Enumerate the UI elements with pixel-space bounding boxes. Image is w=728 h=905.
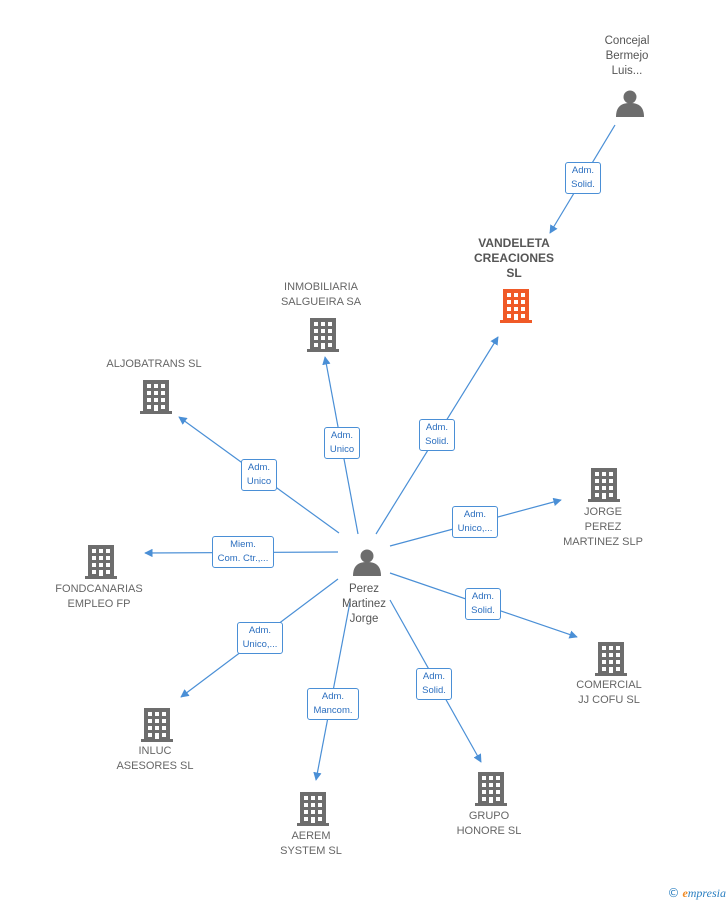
node-label-inmobiliaria[interactable]: INMOBILIARIA SALGUEIRA SA <box>280 281 362 308</box>
edge-label-inluc[interactable]: Adm. Unico,... <box>236 622 284 654</box>
person-icon-perez[interactable] <box>353 549 381 577</box>
edge-label-aerem[interactable]: Adm. Mancom. <box>307 688 359 720</box>
node-label-comercial[interactable]: COMERCIAL JJ COFU SL <box>576 679 642 706</box>
edge-label-jorge_perez[interactable]: Adm. Unico,... <box>451 506 499 538</box>
node-label-aljobatrans[interactable]: ALJOBATRANS SL <box>106 357 202 370</box>
node-label-jorge_perez[interactable]: JORGE PEREZ MARTINEZ SLP <box>563 505 643 548</box>
building-icon-aerem[interactable] <box>297 792 329 826</box>
empresia-logo: © empresia <box>667 886 726 900</box>
building-icon-comercial[interactable] <box>595 642 627 676</box>
node-label-perez[interactable]: Perez Martinez Jorge <box>341 582 387 625</box>
node-label-fondcanarias[interactable]: FONDCANARIAS EMPLEO FP <box>55 583 143 610</box>
node-label-aerem[interactable]: AEREM SYSTEM SL <box>280 830 342 857</box>
person-icon-concejal[interactable] <box>616 90 644 118</box>
node-label-inluc[interactable]: INLUC ASESORES SL <box>116 745 194 772</box>
building-icon-inmobiliaria[interactable] <box>307 318 339 352</box>
node-label-concejal[interactable]: Concejal Bermejo Luis... <box>604 34 650 77</box>
node-label-vandeleta[interactable]: VANDELETA CREACIONES SL <box>473 235 554 280</box>
building-icon-jorge_perez[interactable] <box>588 468 620 502</box>
edge-label-grupo[interactable]: Adm. Solid. <box>416 668 452 700</box>
building-icon-aljobatrans[interactable] <box>140 380 172 414</box>
node-label-grupo[interactable]: GRUPO HONORE SL <box>456 810 522 837</box>
edge-label-inmobiliaria[interactable]: Adm. Unico <box>323 427 361 459</box>
building-icon-fondcanarias[interactable] <box>85 545 117 579</box>
edge-label-fondcanarias[interactable]: Miem. Com. Ctr.,... <box>211 536 275 568</box>
building-icon-vandeleta[interactable] <box>500 289 532 323</box>
edge-label-vandeleta[interactable]: Adm. Solid. <box>419 419 455 451</box>
building-icon-grupo[interactable] <box>475 772 507 806</box>
edge-label-vandeleta[interactable]: Adm. Solid. <box>565 162 601 194</box>
edge-label-comercial[interactable]: Adm. Solid. <box>465 588 501 620</box>
building-icon-inluc[interactable] <box>141 708 173 742</box>
edge-label-aljobatrans[interactable]: Adm. Unico <box>240 459 278 491</box>
